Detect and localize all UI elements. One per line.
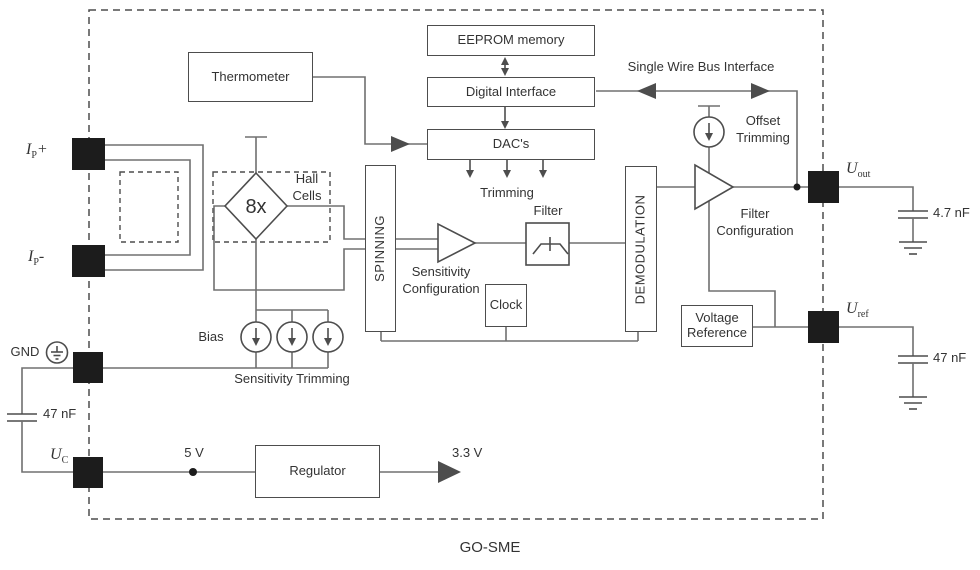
ground-icon [899,241,927,255]
cap-ref-label: 47 nF [933,350,967,365]
pad-uout [808,171,839,203]
chip-pads [72,138,839,488]
hall-multiplier-label: 8x [245,196,267,218]
diagram-caption: GO-SME [459,539,521,556]
capacitor-icon [7,413,37,422]
clock-label: Clock [489,297,523,313]
filter-configuration-label: Filter Configuration [716,206,794,238]
demodulation-label: DEMODULATION [632,194,648,304]
conductor-dashed-box [119,171,179,243]
uout-external-network [839,186,928,255]
hall-cells-dashed-box [212,171,331,243]
thermometer-wire [313,76,427,152]
trimming-arrows [466,160,547,178]
pin-sub: P [33,257,39,269]
pin-label-uc: UC [50,446,68,466]
current-source-icon [276,321,308,353]
amplifier-icon [694,163,735,211]
pad-ip-plus [72,138,105,170]
out-3v3-label: 3.3 V [452,445,483,460]
chip-boundary-dashed-box [88,9,824,520]
clock-block: Clock [485,284,527,327]
arrow-left-icon [637,83,656,99]
hall-cells-label: Hall Cells [292,171,322,203]
filter-label: Filter [533,203,563,218]
pin-label-ip-minus: IP- [28,248,44,268]
pin-label-ip-plus: IP+ [26,141,48,161]
offset-current-source [693,105,725,174]
dacs-block: DAC's [427,129,595,160]
sensitivity-trimming-label: Sensitivity Trimming [234,371,350,386]
arrow-right-icon [751,83,770,99]
voltage-reference-label: Voltage Reference [687,310,747,340]
gnd-symbol-icon [45,341,69,364]
thermometer-label: Thermometer [211,68,290,84]
junction-dot [793,183,801,191]
hall-bridge-diamond [223,171,289,241]
thermometer-block: Thermometer [188,52,313,102]
pin-suffix: + [36,141,48,158]
digital-interface-block: Digital Interface [427,77,595,107]
pin-base: I [28,248,34,265]
eeprom-block: EEPROM memory [427,25,595,56]
pin-base: U [846,160,858,177]
bias-label: Bias [198,329,224,344]
pin-sub: P [31,150,37,162]
regulator-block: Regulator [255,445,380,498]
pin-label-uout: Uout [846,160,870,180]
signal-chain-wires [380,186,808,342]
voltage-reference-block: Voltage Reference [681,305,753,347]
pin-sub: C [61,455,69,467]
current-source-icon [693,116,725,148]
pin-suffix: - [38,248,45,265]
current-source-icon [240,321,272,353]
pin-base: I [26,141,32,158]
eeprom-label: EEPROM memory [457,32,565,48]
single-wire-bus [596,83,798,185]
cap-supply-label: 47 nF [43,406,77,421]
capacitor-icon [898,355,928,364]
offset-trimming-label: Offset Trimming [736,113,790,145]
hall-cells-wiring [213,136,365,322]
capacitor-icon [898,210,928,219]
current-source-icon [312,321,344,353]
regulator-label: Regulator [289,463,346,479]
single-wire-bus-label: Single Wire Bus Interface [627,59,775,74]
arrow-right-icon [438,461,461,483]
supply-wiring [7,367,461,483]
dacs-label: DAC's [492,136,530,152]
amplifier-icon [437,222,477,264]
sensitivity-configuration-label: Sensitivity Configuration [402,264,480,296]
ground-icon [899,396,927,410]
arrow-right-icon [391,136,410,152]
bias-current-sources [103,309,344,369]
primary-conductor-loop [105,144,204,271]
trimming-label: Trimming [480,185,534,200]
pad-uref [808,311,839,343]
spinning-block: SPINNING [365,165,396,332]
filter-block [525,222,570,266]
uref-external-network [839,326,928,410]
eeprom-interface-arrows [501,57,509,129]
supply-5v-label: 5 V [184,445,204,460]
junction-dot [189,468,197,476]
digital-interface-label: Digital Interface [465,83,557,99]
cap-out-label: 4.7 nF [933,205,970,220]
pin-label-uref: Uref [846,300,869,320]
gnd-label: GND [10,344,40,359]
demodulation-block: DEMODULATION [625,166,657,332]
pin-sub: ref [857,309,869,321]
pin-sub: out [857,169,871,181]
pad-ip-minus [72,245,105,277]
pin-base: U [846,300,858,317]
pad-gnd [73,352,103,383]
pad-uc [73,457,103,488]
pin-base: U [50,446,62,463]
